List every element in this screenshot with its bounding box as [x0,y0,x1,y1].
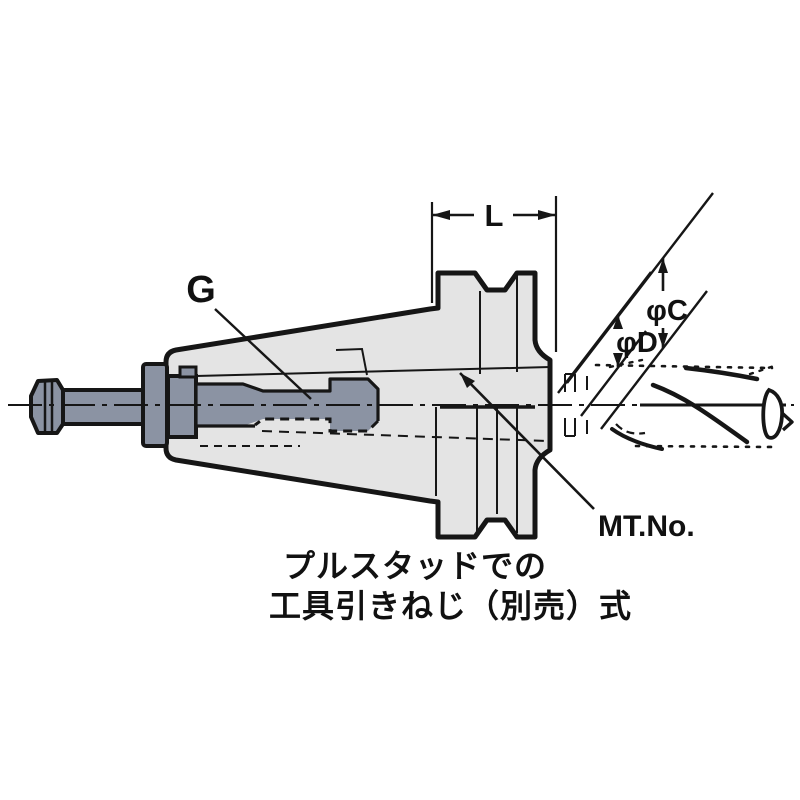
cutter-outline-bottom-dotted [634,444,776,449]
dim-L-label: L [485,198,504,233]
cutter-flute-lower [610,427,664,451]
label-G: G [186,269,312,400]
caption: プルスタッドでの 工具引きねじ（別売）式 [269,548,632,624]
caption-line-2: 工具引きねじ（別売）式 [269,588,632,624]
label-MT-arrowhead [460,373,475,388]
flange-groove-edges-bottom [435,407,518,533]
pull-stud-shaft [61,388,145,426]
dim-L-extension-lines [430,196,558,352]
label-G-leader [214,308,312,400]
label-MT-No: MT.No. [459,372,695,543]
dim-C-extension-bottom [600,290,708,430]
cutter-tip-corner [780,411,794,432]
dim-D-arrow-down [613,353,623,367]
end-mill-phantom [594,358,794,451]
dim-D-arrow-up [613,315,623,329]
stud-thread-block [166,374,198,439]
cutter-flute-helix [650,382,750,445]
dim-D-label: φD [616,327,658,359]
nose-slot-bottom [564,418,588,437]
dim-C-arrow-down [658,333,668,348]
label-MT-text: MT.No. [598,510,695,543]
dim-C-arrow-up [658,258,668,273]
label-MT-leader [459,372,595,510]
cutter-dotted-right [748,364,776,376]
bore-counterbore-step [335,347,368,376]
bore-bottom-hidden-line [261,430,549,442]
label-G-text: G [186,269,216,311]
cutter-tip-tooth [761,387,784,440]
dim-L-arrow-left [432,210,450,220]
dimension-phiD: φD [557,271,658,417]
pull-stud-head-chamfer-lines [43,381,54,432]
caption-line-1: プルスタッドでの [283,548,547,584]
flange-groove-edges-top [479,274,518,374]
pull-stud-head [29,378,65,435]
pull-stud [29,362,198,448]
dim-C-label: φC [646,295,688,327]
dim-D-extension-bottom [580,330,647,417]
dimension-L: L [430,196,558,352]
stud-key-tab [178,365,198,379]
dim-L-arrow-right [538,210,556,220]
cutter-outline-top-dotted [594,363,774,370]
bore-top-line [195,366,551,377]
dim-D-extension-top [557,271,652,394]
cutter-flute-top [683,365,760,382]
cutter-hidden-arc [615,423,646,435]
